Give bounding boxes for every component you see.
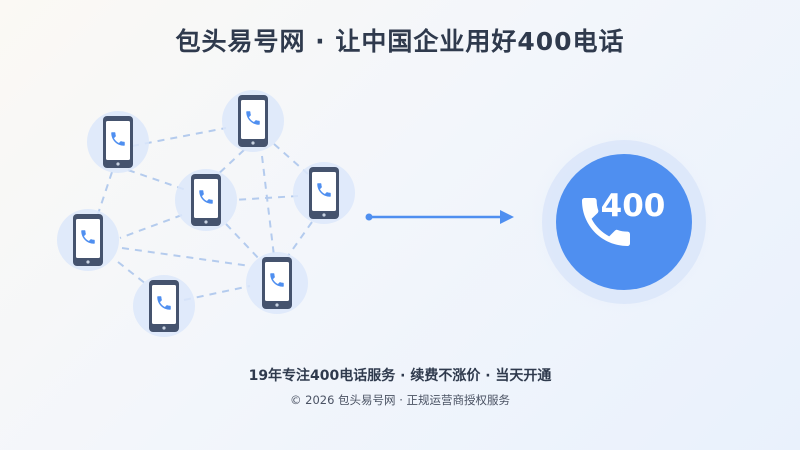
link-b-f	[261, 155, 275, 257]
phone-nodes	[57, 90, 355, 337]
link-b-e	[273, 143, 309, 175]
link-c-d	[119, 214, 183, 239]
mobile-phone-icon	[87, 111, 149, 173]
mobile-phone-icon	[57, 209, 119, 271]
link-a-d	[97, 171, 113, 215]
link-b-c	[213, 149, 245, 179]
arrow-right-icon	[365, 210, 514, 224]
mobile-phone-icon	[133, 275, 195, 337]
mobile-phone-icon	[175, 169, 237, 231]
footer-copyright: © 2026 包头易号网 · 正规运营商授权服务	[289, 393, 511, 407]
tagline: 19年专注400电话服务 · 续费不涨价 · 当天开通	[248, 368, 552, 384]
mobile-phone-icon	[246, 252, 308, 314]
mobile-phone-icon	[293, 162, 355, 224]
link-e-f	[287, 221, 313, 257]
link-g-f	[183, 285, 251, 301]
link-a-c	[127, 169, 187, 191]
400-badge: 400	[528, 126, 720, 318]
link-d-f	[121, 247, 251, 267]
badge-400-label: 400	[601, 188, 666, 224]
link-e-c	[233, 195, 299, 201]
page-title: 包头易号网 · 让中国企业用好400电话	[175, 27, 625, 56]
mobile-phone-icon	[222, 90, 284, 152]
link-d-g	[117, 261, 147, 285]
link-c-f	[225, 223, 263, 263]
